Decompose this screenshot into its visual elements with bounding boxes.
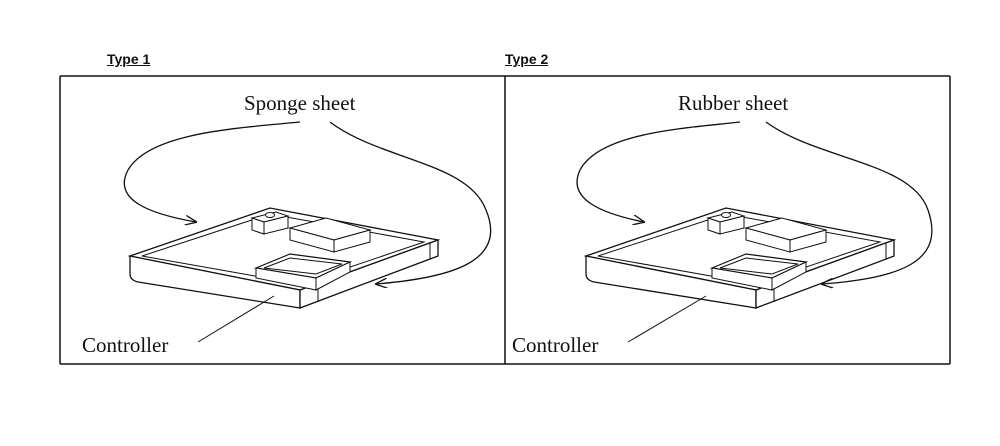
- type-2-sheet-label: Rubber sheet: [678, 91, 788, 115]
- type-1-sheet-arrow-left: [123, 121, 301, 222]
- type-2-controller-illustration: [585, 207, 895, 309]
- type-1-sheet-label: Sponge sheet: [244, 91, 356, 115]
- type-1-heading: Type 1: [107, 51, 151, 67]
- type-2-sheet-arrow-left: [576, 121, 741, 222]
- type-1-sheet-arrow-right: [329, 121, 492, 284]
- type-1-controller-label: Controller: [82, 333, 168, 357]
- type-2-panel: Rubber sheet Controller: [512, 91, 933, 357]
- type-1-controller-illustration: [129, 207, 439, 309]
- type-2-sheet-arrow-right: [765, 121, 933, 284]
- type-1-panel: Sponge sheet Controller: [82, 91, 492, 357]
- type-2-heading: Type 2: [505, 51, 549, 67]
- type-1-controller-leader: [197, 295, 275, 343]
- type-2-controller-leader: [627, 295, 707, 343]
- type-2-controller-label: Controller: [512, 333, 598, 357]
